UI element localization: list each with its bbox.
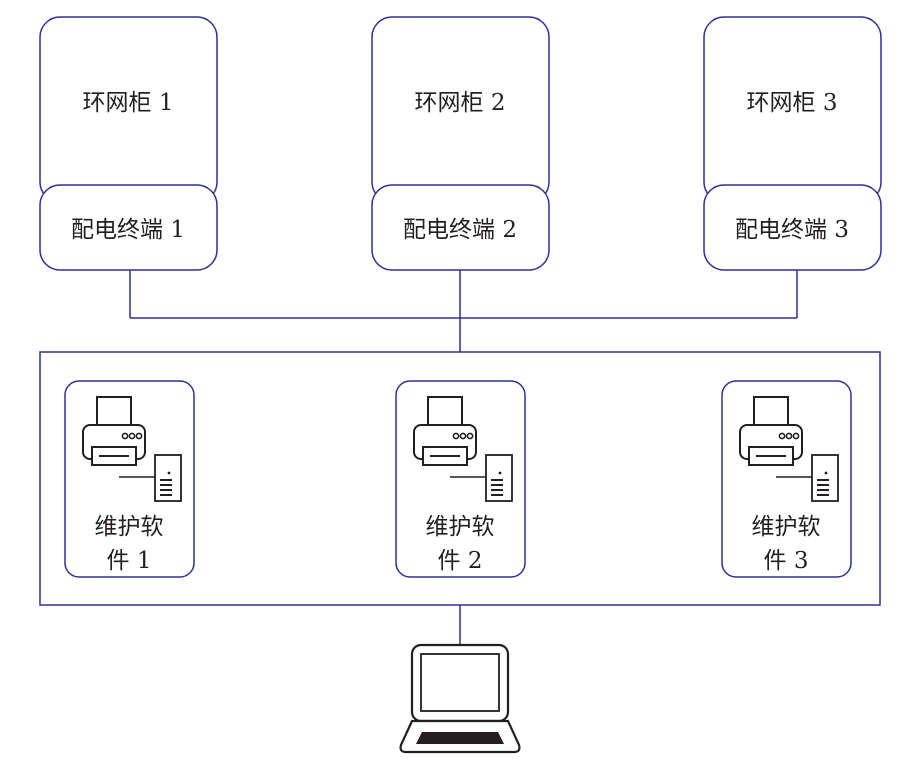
terminal-label: 配电终端 2 xyxy=(403,217,517,243)
cabinet-label: 环网柜 3 xyxy=(747,90,838,116)
bus-lines xyxy=(129,270,798,645)
maintenance-station-frame xyxy=(39,351,881,606)
cabinet-label: 环网柜 1 xyxy=(83,90,174,116)
terminal-box xyxy=(703,184,882,271)
software-label-line2: 件 3 xyxy=(764,548,809,574)
ring-main-unit-1: 环网柜 1 配电终端 1 xyxy=(39,16,218,271)
software-label-line1: 维护软 xyxy=(95,514,164,540)
ring-main-unit-3: 环网柜 3 配电终端 3 xyxy=(703,16,882,271)
maintenance-software-3: 维护软 件 3 xyxy=(721,380,852,578)
software-label-line1: 维护软 xyxy=(752,514,821,540)
laptop-icon xyxy=(399,643,521,754)
terminal-box xyxy=(371,184,550,271)
terminal-label: 配电终端 3 xyxy=(735,217,849,243)
maintenance-software-2: 维护软 件 2 xyxy=(395,380,526,578)
software-label-line1: 维护软 xyxy=(426,514,495,540)
terminal-box xyxy=(39,184,218,271)
cabinet-label: 环网柜 2 xyxy=(415,90,506,116)
software-label-line2: 件 1 xyxy=(107,548,152,574)
terminal-label: 配电终端 1 xyxy=(71,217,185,243)
laptop-keyboard xyxy=(416,732,504,744)
laptop-screen xyxy=(420,653,500,712)
software-label-line2: 件 2 xyxy=(438,548,483,574)
maintenance-software-1: 维护软 件 1 xyxy=(64,380,195,578)
ring-main-unit-2: 环网柜 2 配电终端 2 xyxy=(371,16,550,271)
